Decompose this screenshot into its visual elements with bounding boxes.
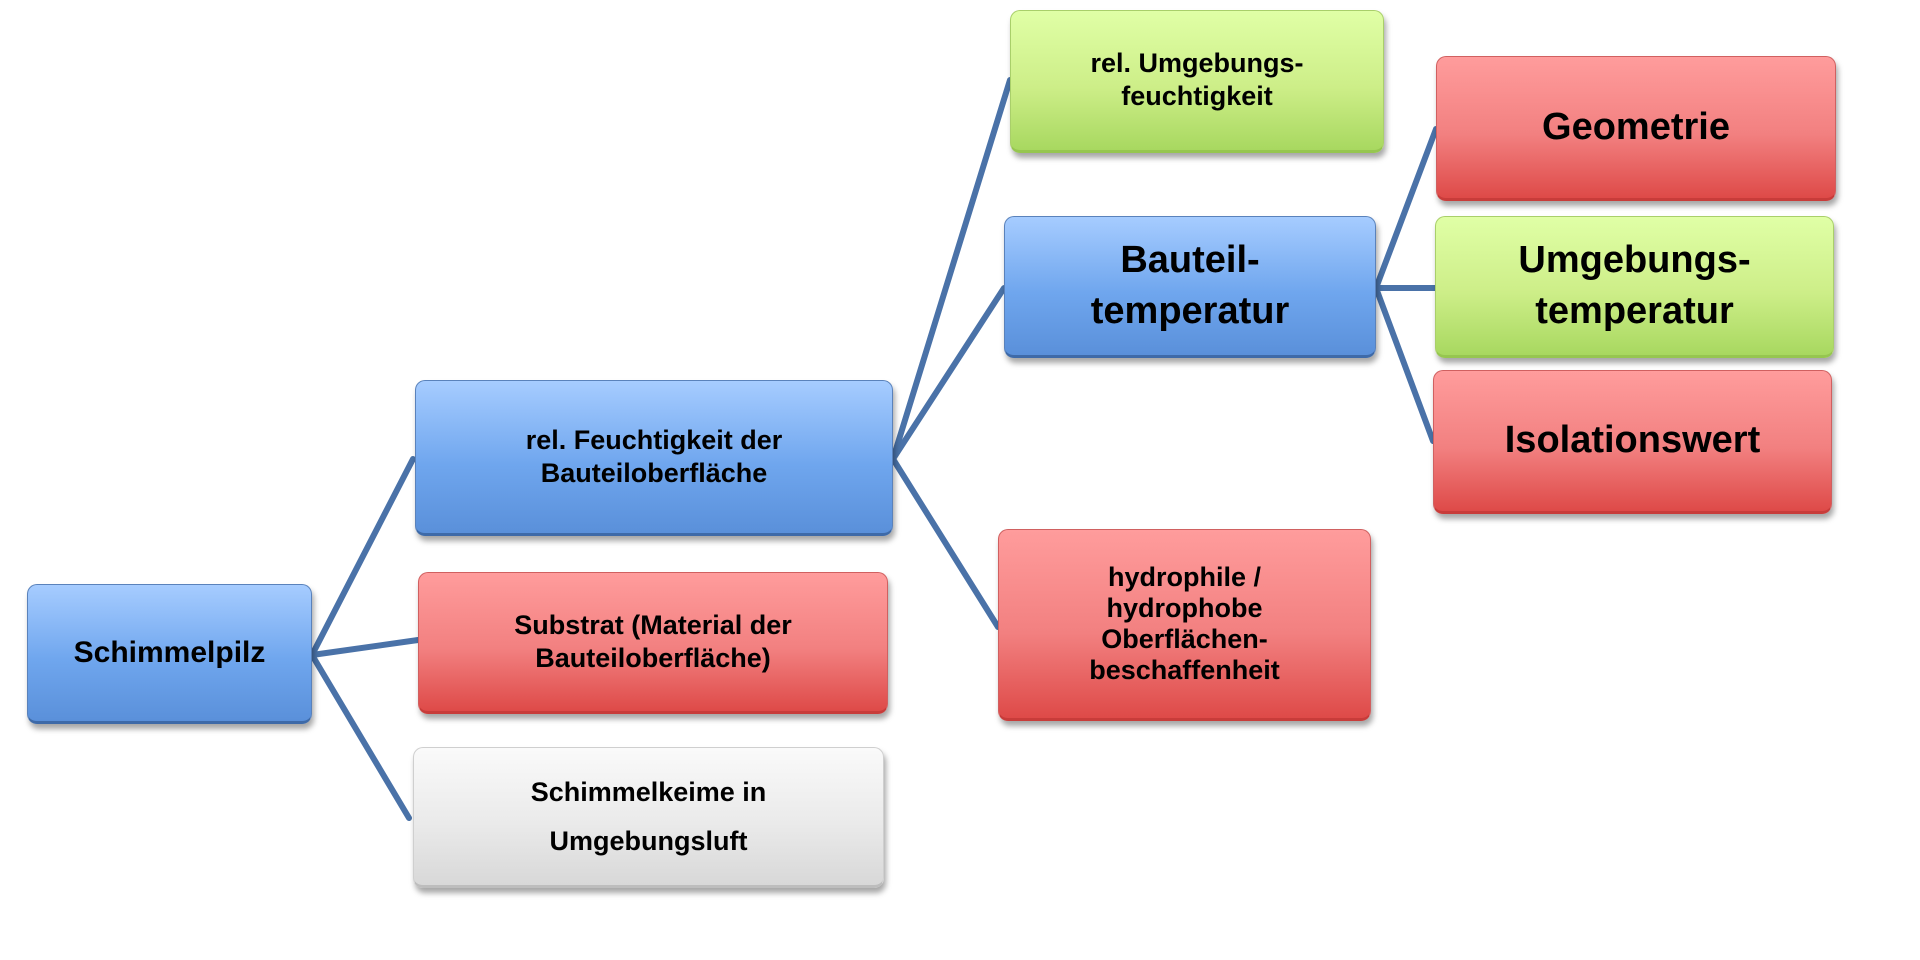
node-label: Isolationswert [1504,419,1761,462]
link-humidity-ambient-humidity [890,77,1013,462]
node-label: Substrat (Material der Bauteiloberfläche… [514,610,792,673]
link-humidity-surface-nature [890,456,1001,630]
node-label: Bauteil-temperatur [1090,238,1290,332]
node-label: Schimmelpilz [73,635,266,669]
link-humidity-component-temp [890,285,1007,462]
link-root-spores [309,652,412,821]
link-temp-geometry [1373,126,1439,291]
node-component-temperature: Bauteil-temperatur [1004,216,1376,358]
node-ambient-temperature: Umgebungs-temperatur [1435,216,1834,358]
node-surface-nature: hydrophile / hydrophobe Oberflächen-besc… [998,529,1371,721]
link-temp-insulation [1373,285,1436,444]
node-label: Umgebungs-temperatur [1518,238,1751,332]
node-label: hydrophile / hydrophobe Oberflächen-besc… [1089,561,1280,686]
node-label: Geometrie [1542,105,1730,148]
node-substrate: Substrat (Material der Bauteiloberfläche… [418,572,888,714]
link-root-surface-humidity [309,456,416,658]
node-insulation: Isolationswert [1433,370,1832,514]
node-geometry: Geometrie [1436,56,1836,201]
node-label: Schimmelkeime in Umgebungsluft [530,776,767,856]
link-root-substrate [309,637,421,658]
node-surface-humidity: rel. Feuchtigkeit der Bauteiloberfläche [415,380,893,536]
node-spores: Schimmelkeime in Umgebungsluft [413,747,884,888]
node-label: rel. Umgebungs-feuchtigkeit [1090,48,1304,111]
node-schimmelpilz: Schimmelpilz [27,584,312,724]
node-ambient-humidity: rel. Umgebungs-feuchtigkeit [1010,10,1384,153]
node-label: rel. Feuchtigkeit der Bauteiloberfläche [525,425,783,488]
